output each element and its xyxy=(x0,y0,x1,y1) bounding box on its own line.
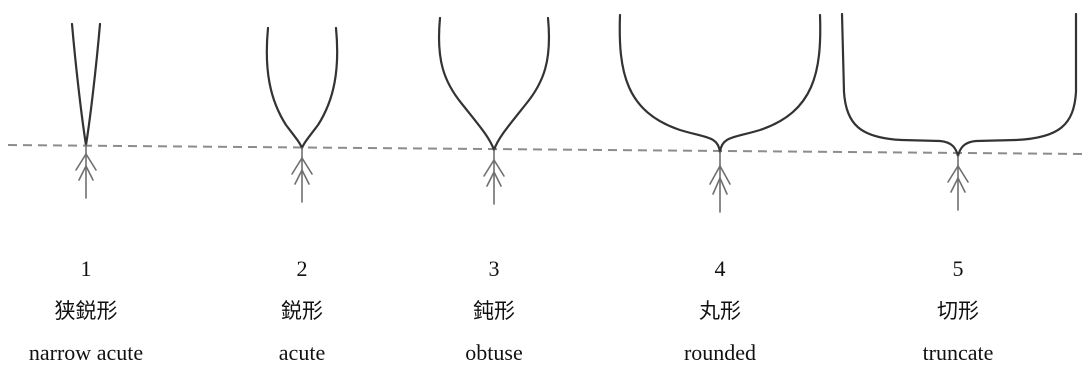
shape-5-outline xyxy=(840,12,1078,158)
petiole-2-icon xyxy=(291,147,313,203)
label-english-1: narrow acute xyxy=(28,340,144,365)
shape-2-acute xyxy=(265,26,339,203)
label-english-5: truncate xyxy=(922,340,994,365)
label-number-1: 1 xyxy=(80,256,92,281)
shape-1-narrow-acute xyxy=(70,22,102,199)
shape-2-outline xyxy=(265,26,339,150)
shape-3-obtuse xyxy=(437,16,551,205)
label-number-3: 3 xyxy=(488,256,500,281)
shape-4-outline xyxy=(618,13,822,154)
label-japanese-1: 狭鋭形 xyxy=(54,299,118,323)
dashed-baseline xyxy=(7,144,1089,155)
label-number-5: 5 xyxy=(952,256,964,281)
label-english-3: obtuse xyxy=(465,340,523,365)
petiole-5-icon xyxy=(947,155,969,211)
label-number-4: 4 xyxy=(714,256,726,281)
label-japanese-3: 鈍形 xyxy=(473,299,515,323)
label-japanese-4: 丸形 xyxy=(699,299,741,323)
shape-1-outline xyxy=(70,22,102,147)
shape-5-truncate xyxy=(840,12,1078,211)
label-japanese-2: 鋭形 xyxy=(281,299,323,323)
label-english-2: acute xyxy=(278,340,326,365)
petiole-3-icon xyxy=(483,149,505,205)
label-english-4: rounded xyxy=(683,340,757,365)
label-number-2: 2 xyxy=(296,256,308,281)
petiole-4-icon xyxy=(709,151,731,213)
petiole-1-icon xyxy=(75,144,97,199)
label-japanese-5: 切形 xyxy=(937,299,979,323)
shape-3-outline xyxy=(437,16,551,152)
shape-4-rounded xyxy=(618,13,822,213)
